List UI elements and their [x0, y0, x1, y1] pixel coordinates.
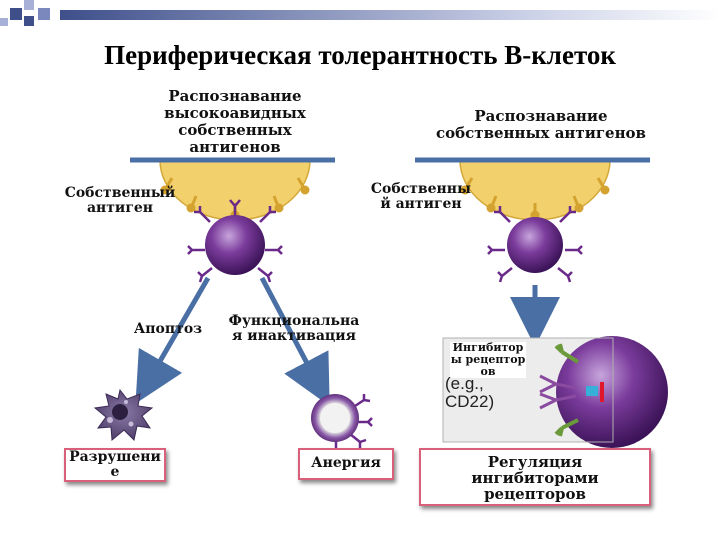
right-panel-heading: Распознавание собственных антигенов — [436, 107, 646, 142]
right-self-antigen-label: Собственный антиген — [370, 181, 472, 212]
anergy-box: Анергия — [298, 448, 394, 480]
regulation-label: Регуляция ингибиторами рецепторов — [471, 453, 599, 503]
apoptosis-label: Апоптоз — [133, 321, 203, 337]
left-b-cell — [187, 199, 283, 283]
regulation-box: Регуляция ингибиторами рецепторов — [419, 448, 651, 506]
cd22-example-label: (e.g., CD22) — [445, 374, 495, 411]
anergic-cell — [311, 394, 373, 452]
right-b-cell — [487, 206, 583, 283]
left-panel-heading: Распознавание высокоавидных собственных … — [164, 87, 306, 156]
apoptotic-cell — [93, 388, 154, 442]
left-self-antigen-label: Собственный антиген — [64, 185, 176, 216]
arrow-to-apoptosis — [135, 276, 211, 404]
destruction-box: Разрушение — [64, 448, 166, 482]
inhibitory-receptors-label: Ингибиторы рецепторов — [450, 341, 526, 378]
corner-decoration — [0, 0, 720, 30]
destruction-label: Разрушение — [69, 449, 161, 480]
functional-inactivation-label: Функциональная инактивация — [228, 313, 360, 344]
arrow-to-inactivation — [259, 276, 330, 407]
anergy-label: Анергия — [311, 455, 381, 471]
right-antigen-presenting-cell — [415, 157, 650, 221]
page-title: Периферическая толерантность В-клеток — [104, 40, 616, 70]
